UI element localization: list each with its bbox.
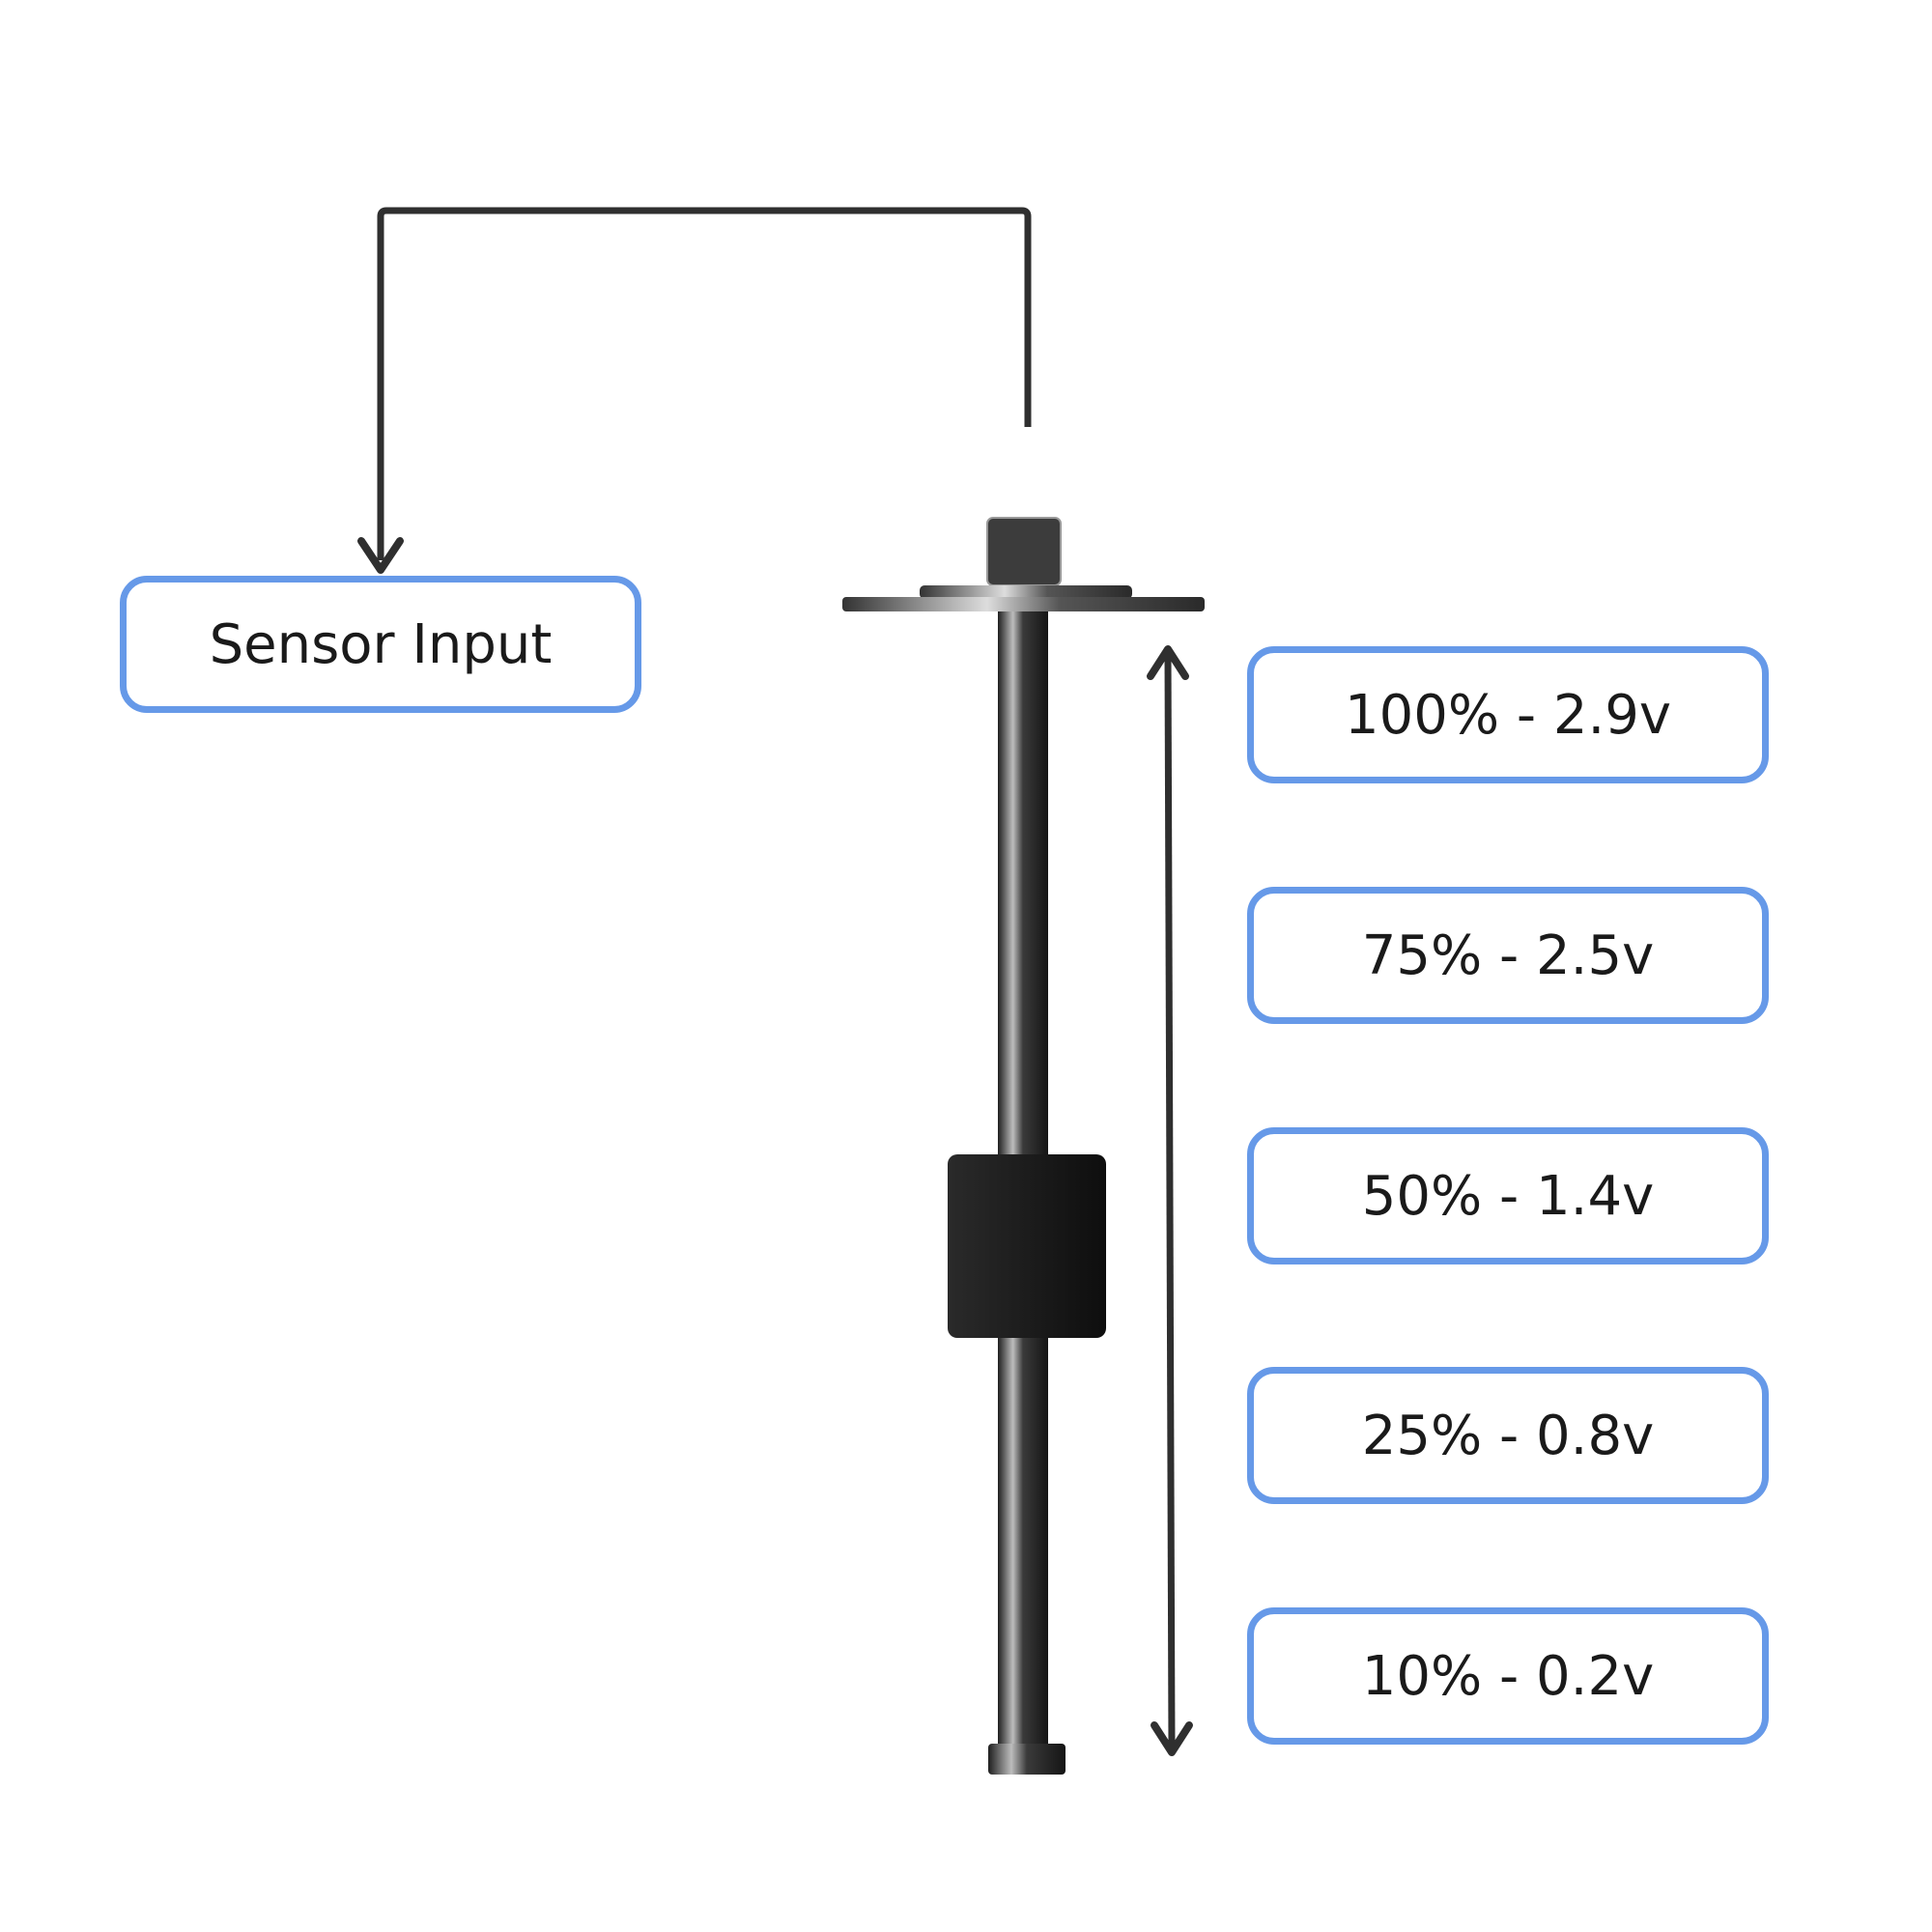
level-box-75: 75% - 2.5v (1247, 887, 1769, 1024)
signal-connector-line (377, 207, 1032, 560)
sensor-flange (842, 597, 1205, 611)
level-label: 50% - 1.4v (1361, 1164, 1655, 1228)
sensor-cap (986, 517, 1062, 586)
level-box-25: 25% - 0.8v (1247, 1367, 1769, 1504)
level-label: 100% - 2.9v (1344, 683, 1672, 747)
level-label: 10% - 0.2v (1361, 1644, 1655, 1708)
level-box-100: 100% - 2.9v (1247, 646, 1769, 783)
sensor-flange-collar (920, 585, 1132, 599)
arrow-down-icon (1151, 1721, 1193, 1756)
level-box-10: 10% - 0.2v (1247, 1607, 1769, 1745)
level-label: 25% - 0.8v (1361, 1404, 1655, 1467)
sensor-tip (988, 1744, 1065, 1775)
float-sensor-image (842, 517, 1205, 1775)
level-box-50: 50% - 1.4v (1247, 1127, 1769, 1264)
sensor-input-box: Sensor Input (120, 576, 641, 713)
arrow-up-icon (1147, 645, 1189, 680)
arrow-down-icon (357, 537, 404, 574)
sensor-input-label: Sensor Input (209, 612, 553, 676)
level-label: 75% - 2.5v (1361, 923, 1655, 987)
range-arrow-line (1164, 651, 1176, 1749)
sensor-float (948, 1154, 1106, 1338)
